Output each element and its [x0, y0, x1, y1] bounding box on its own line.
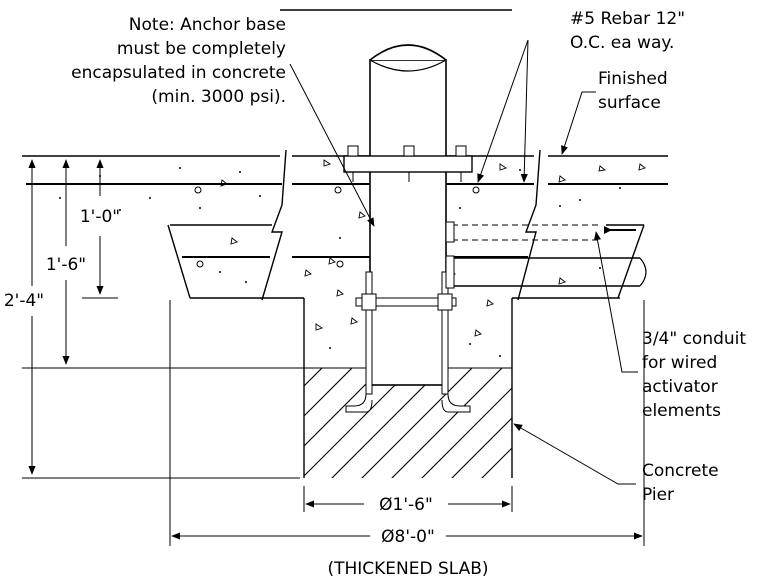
rebar-note: #5 Rebar 12" O.C. ea way.	[570, 9, 685, 53]
anchor-note: Note: Anchor base must be completely enc…	[71, 15, 286, 107]
pier-note: Concrete Pier	[642, 461, 719, 505]
dim-total: 2'-4"	[4, 291, 44, 311]
svg-text:elements: elements	[642, 401, 721, 421]
leader-lines	[289, 39, 638, 485]
rebar	[26, 183, 668, 268]
steel-post	[369, 44, 447, 386]
svg-text:for wired: for wired	[642, 353, 717, 373]
break-lines	[261, 149, 541, 301]
concrete-pier	[303, 367, 513, 478]
svg-text:activator: activator	[642, 377, 718, 397]
dim-pier-dia: Ø1'-6"	[379, 495, 433, 515]
svg-text:encapsulated in concrete: encapsulated in concrete	[71, 63, 286, 83]
svg-text:Pier: Pier	[642, 485, 674, 505]
svg-text:3/4" conduit: 3/4" conduit	[642, 329, 746, 349]
svg-text:Note: Anchor base: Note: Anchor base	[129, 15, 286, 35]
svg-text:must be completely: must be completely	[117, 39, 286, 59]
conduit	[445, 221, 647, 289]
svg-text:O.C. ea way.: O.C. ea way.	[570, 33, 674, 53]
conduit-note: 3/4" conduit for wired activator element…	[642, 329, 746, 421]
anchor-base-plate	[343, 145, 473, 182]
caption: (THICKENED SLAB)	[327, 559, 488, 579]
dim-slab-width: Ø8'-0"	[381, 527, 435, 547]
svg-text:#5 Rebar 12": #5 Rebar 12"	[570, 9, 685, 29]
svg-text:(min. 3000 psi).: (min. 3000 psi).	[151, 87, 286, 107]
svg-text:Finished: Finished	[598, 69, 668, 89]
anchor-bolts	[345, 271, 471, 413]
dim-slab-top: 1'-0"	[80, 207, 120, 227]
svg-text:Concrete: Concrete	[642, 461, 719, 481]
finished-surface-note: Finished surface	[598, 69, 668, 113]
dimension-lines	[22, 155, 645, 546]
dim-thickened: 1'-6"	[46, 255, 86, 275]
svg-text:surface: surface	[598, 93, 661, 113]
concrete-slab	[22, 155, 668, 369]
concrete-aggregate	[220, 159, 646, 359]
